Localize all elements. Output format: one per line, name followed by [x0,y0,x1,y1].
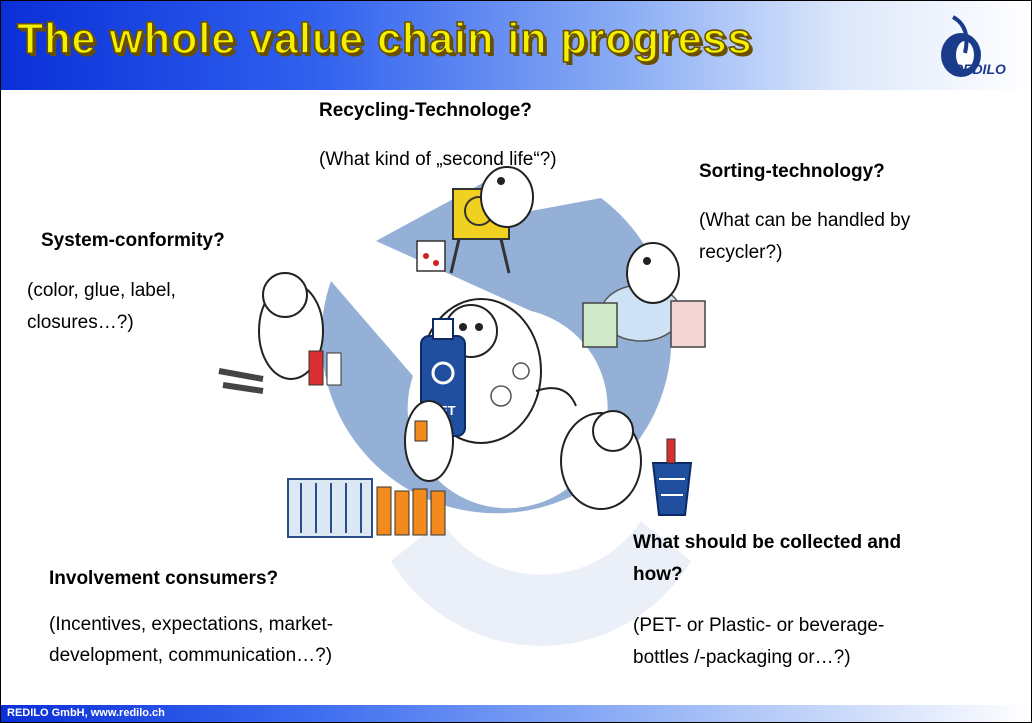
collection-heading-line-1: What should be collected and [633,532,902,553]
system-conformity-detail-line-1: (color, glue, label, [27,280,176,301]
recycling-machine-figure [416,166,534,274]
footer-company: REDILO GmbH, www.redilo.ch [7,707,165,719]
consumers-detail-line-1: (Incentives, expectations, market- [49,614,334,635]
value-chain-diagram: PET [218,166,706,646]
slide-title: The whole value chain in progress [16,14,753,64]
consumers-heading: Involvement consumers? [49,568,279,589]
redilo-logo [941,15,981,77]
consumer-factory-figure [287,400,454,538]
system-conformity-figure [218,272,342,394]
collection-heading-line-2: how? [633,564,683,585]
system-conformity-detail-line-2: closures…?) [27,312,134,333]
sorting-bins-figure [582,242,706,348]
cycle-ring-inner-shade [391,521,691,646]
collection-detail-line-1: (PET- or Plastic- or beverage- [633,615,885,636]
footer-bar: REDILO GmbH, www.redilo.ch [1,705,1031,722]
collection-bin-figure [560,410,693,516]
logo-wordmark: REDILO [953,61,1006,77]
consumers-detail-line-2: development, communication…?) [49,645,333,666]
sorting-detail-line-1: (What can be handled by [699,210,911,231]
sorting-detail-line-2: recycler?) [699,242,783,263]
title-bar: The whole value chain in progress REDILO [1,1,1031,90]
recycling-heading: Recycling-Technologe? [319,100,532,121]
system-conformity-heading: System-conformity? [41,230,225,251]
collection-detail-line-2: bottles /-packaging or…?) [633,647,851,668]
recycling-detail: (What kind of „second life“?) [319,149,557,170]
sorting-heading: Sorting-technology? [699,161,885,182]
